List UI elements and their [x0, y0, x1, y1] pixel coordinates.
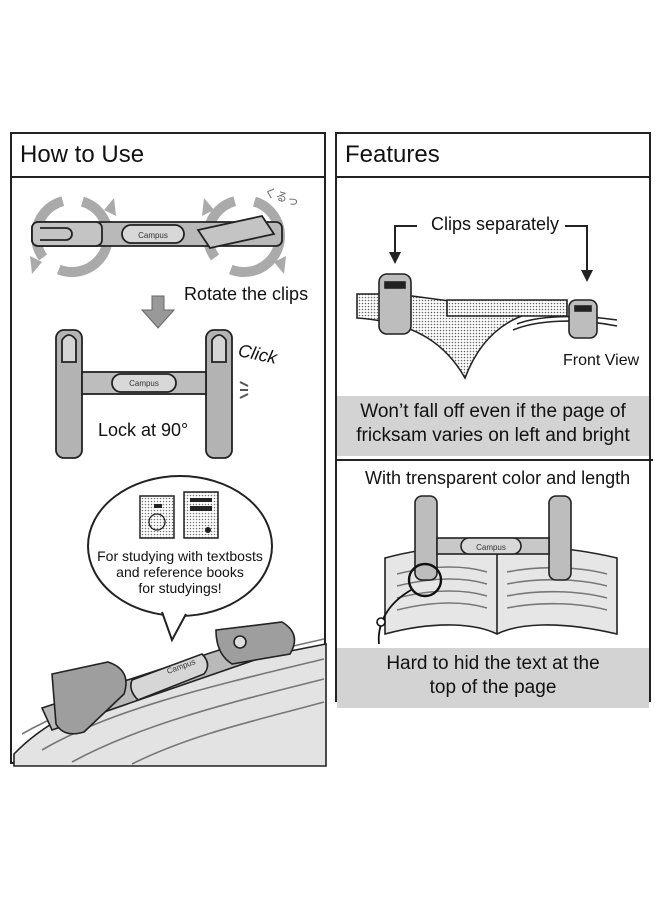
bubble-line-1: For studying with textbosts [97, 548, 263, 564]
front-view-illustration [356, 273, 618, 380]
down-arrow-icon [140, 295, 176, 329]
brand-label-2: Campus [129, 379, 159, 388]
bubble-text: For studying with textbosts and referenc… [90, 548, 270, 596]
bubble-line-2: and reference books [116, 564, 244, 580]
how-to-use-illustrations: Campus Campus [13, 195, 327, 767]
lock-label: Lock at 90° [98, 420, 189, 440]
band2-line-1: Hard to hid the text at the [386, 653, 600, 674]
clip-arrows-icon [394, 225, 588, 272]
bubble-line-3: for studyings! [138, 580, 222, 596]
band2-line-2: top of the page [429, 677, 557, 698]
brand-label-4: Campus [476, 543, 506, 552]
speech-bubble [87, 475, 273, 643]
feature-band-2: Hard to hid the text at the top of the p… [337, 648, 649, 708]
click-marks-icon [239, 381, 249, 399]
brand-label-1: Campus [138, 231, 168, 240]
clips-separately-label: Clips separately [431, 214, 560, 234]
front-view-label: Front View [563, 352, 640, 369]
clipped-book-illustration [13, 621, 327, 767]
folded-clip-bar [31, 214, 283, 250]
locked-clip-bar [55, 329, 233, 459]
transparent-label: With trensparent color and length [365, 468, 631, 488]
features-title: Features [337, 134, 649, 178]
book-with-clip-illustration [376, 495, 618, 645]
how-to-use-title: How to Use [12, 134, 324, 178]
band1-line-1: Won’t fall off even if the page of [360, 401, 626, 422]
how-to-use-panel: How to Use Campus [10, 132, 327, 767]
band1-line-2: fricksam varies on left and bright [356, 425, 630, 446]
feature-band-1: Won’t fall off even if the page of frick… [337, 396, 649, 456]
features-panel: Features [335, 132, 653, 708]
features-illustrations: Campus [337, 225, 653, 645]
rotate-label: Rotate the clips [184, 284, 309, 304]
